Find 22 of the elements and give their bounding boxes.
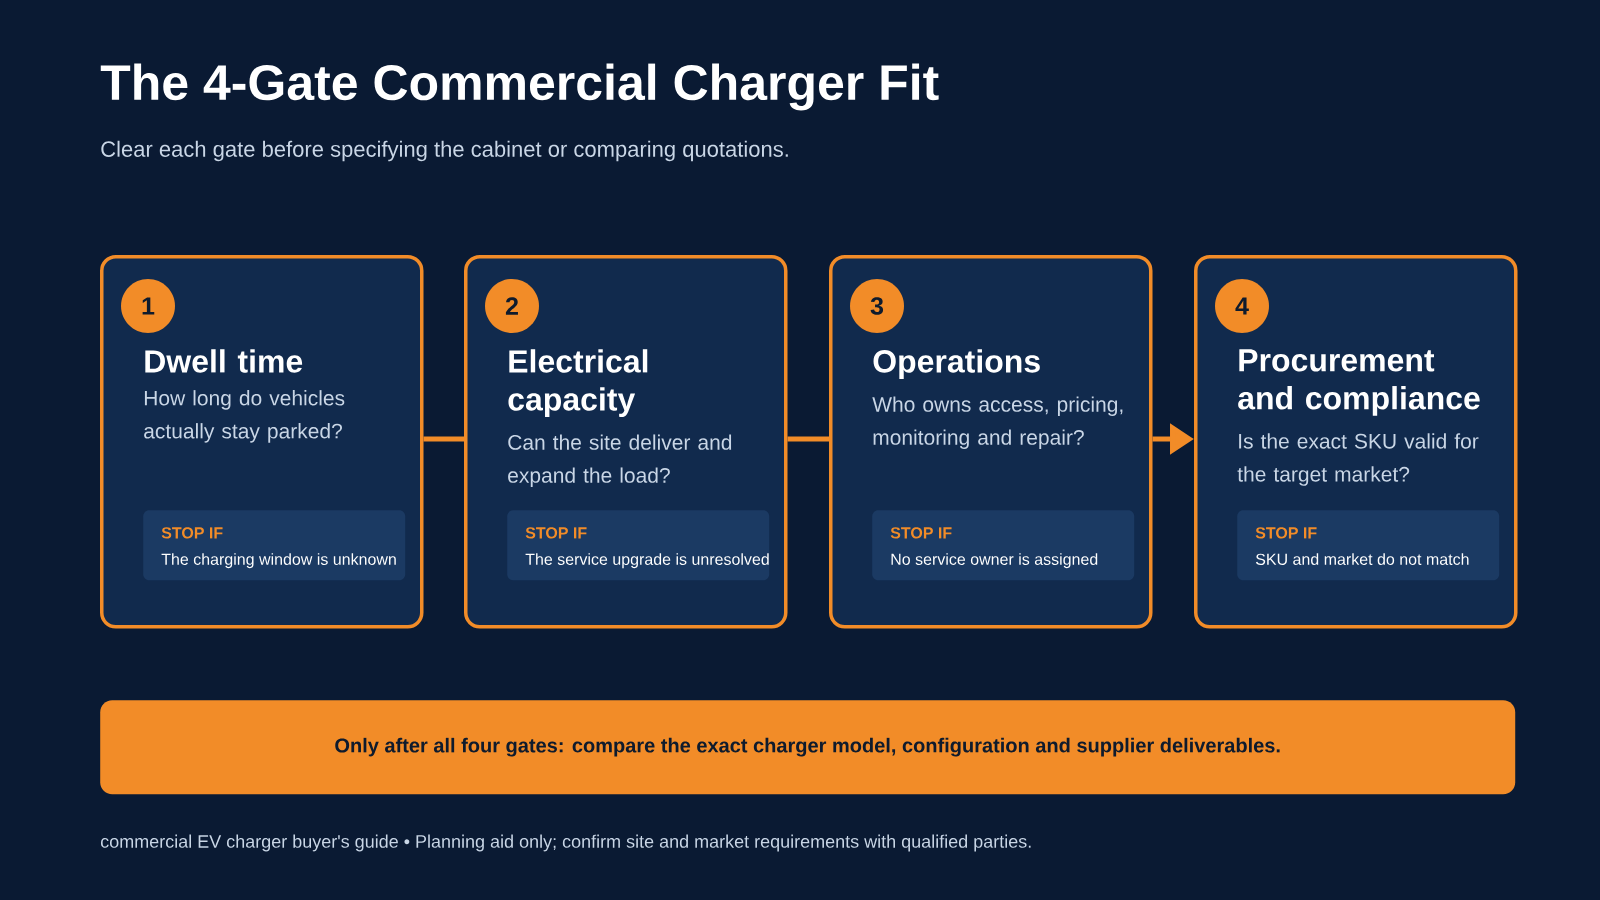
- stop-condition-box: STOP IF The charging window is unknown: [143, 510, 406, 581]
- card-heading: Dwell time: [145, 349, 303, 373]
- question-text: Who owns access, pricing, monitoring and repair?: [872, 396, 1123, 449]
- card-heading: Procurement and compliance: [1238, 349, 1480, 416]
- connector: [787, 436, 829, 442]
- number-badge: 4: [1215, 279, 1269, 333]
- stop-condition-box: STOP IF The service upgrade is unresolved: [507, 510, 770, 581]
- number-badge: 3: [850, 279, 904, 333]
- subtitle: Clear each gate before specifying the cabinet or comparing quotations.: [101, 140, 788, 162]
- number-badge: 1: [121, 279, 175, 333]
- card-heading: Operations: [873, 349, 1040, 380]
- stop-condition-box: STOP IF No service owner is assigned: [872, 510, 1135, 581]
- connector: [423, 436, 464, 442]
- title: The 4-Gate Commercial Charger Fit: [100, 63, 939, 111]
- summary-banner: Only after all four gates: compare the exact charger model, configuration and supplier deliverables.: [100, 700, 1516, 795]
- question-text: Can the site deliver and expand the load?: [508, 434, 732, 487]
- question-text: How long do vehicles actually stay parked?: [144, 390, 345, 443]
- footer-note: commercial EV charger buyer's guide • Planning aid only; confirm site and market requirements with qualified parties.: [100, 834, 1031, 852]
- question-text: Is the exact SKU valid for the target market?: [1237, 433, 1479, 486]
- stop-condition-box: STOP IF SKU and market do not match: [1237, 510, 1500, 581]
- card-heading: Electrical capacity: [508, 349, 648, 418]
- number-badge: 2: [485, 279, 539, 333]
